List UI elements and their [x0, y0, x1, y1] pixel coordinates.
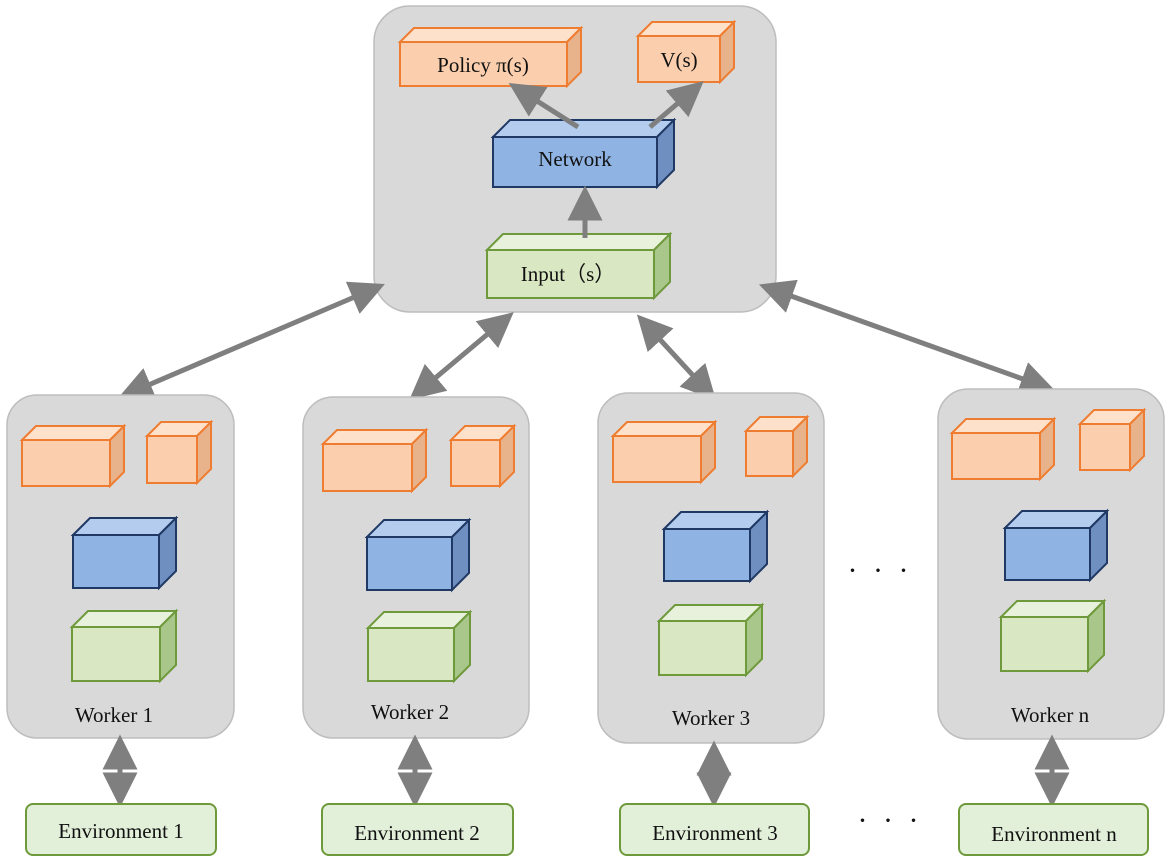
worker-n-value-box: [1077, 407, 1147, 473]
global-value-box: V(s): [635, 19, 737, 85]
environment-n-label: Environment n: [991, 822, 1117, 846]
worker-2-label: Worker 2: [371, 700, 449, 724]
worker-n-panel: Worker n: [937, 388, 1165, 740]
environment-n-box: Environment n: [958, 803, 1149, 856]
worker-2-policy-box: [320, 427, 429, 494]
worker-1-network-box: [70, 515, 179, 591]
worker-1-value-box: [144, 419, 214, 486]
worker-n-network-box: [1002, 508, 1110, 583]
worker-1-panel: Worker 1: [6, 394, 235, 739]
global-worker3-arrow: [636, 314, 717, 401]
worker-3-panel: Worker 3: [597, 392, 825, 744]
environment-2-label: Environment 2: [354, 821, 479, 845]
environment-1-label: Environment 1: [58, 819, 183, 843]
worker-3-label: Worker 3: [672, 706, 750, 730]
global-input-box: Input（s）: [484, 231, 673, 301]
environment-3-label: Environment 3: [652, 821, 777, 845]
worker-3-value-box: [743, 414, 810, 479]
environment-2-box: Environment 2: [321, 803, 514, 856]
workers-ellipsis: · · ·: [848, 554, 913, 587]
environment-1-box: Environment 1: [25, 803, 217, 856]
environment-3-box: Environment 3: [619, 803, 810, 856]
network-to-policy-arrow: [508, 82, 580, 130]
global-workern-arrow: [758, 279, 1056, 396]
global-network-label: Network: [538, 147, 612, 171]
global-input-label: Input（s）: [521, 262, 616, 286]
global-policy-box: Policy π(s): [397, 25, 584, 89]
worker-3-network-box: [661, 509, 770, 584]
worker-3-input-box: [656, 602, 765, 678]
network-to-value-arrow: [648, 81, 704, 129]
worker-1-policy-box: [19, 423, 127, 489]
global-worker2-arrow: [409, 312, 514, 400]
worker-1-input-box: [69, 608, 179, 684]
worker-3-policy-box: [610, 419, 718, 485]
global-value-label: V(s): [660, 48, 697, 72]
worker-n-policy-box: [949, 416, 1057, 482]
worker-1-label: Worker 1: [75, 703, 153, 727]
global-network-box: Network: [490, 117, 677, 190]
environments-ellipsis: · · ·: [858, 804, 923, 837]
worker-n-label: Worker n: [1011, 703, 1090, 727]
worker-n-input-box: [998, 598, 1107, 674]
global-policy-label: Policy π(s): [437, 53, 529, 77]
worker-2-network-box: [364, 517, 472, 593]
worker-2-input-box: [365, 609, 473, 684]
worker-2-value-box: [448, 423, 517, 489]
worker-2-panel: Worker 2: [302, 396, 530, 739]
global-worker1-arrow: [118, 281, 385, 401]
